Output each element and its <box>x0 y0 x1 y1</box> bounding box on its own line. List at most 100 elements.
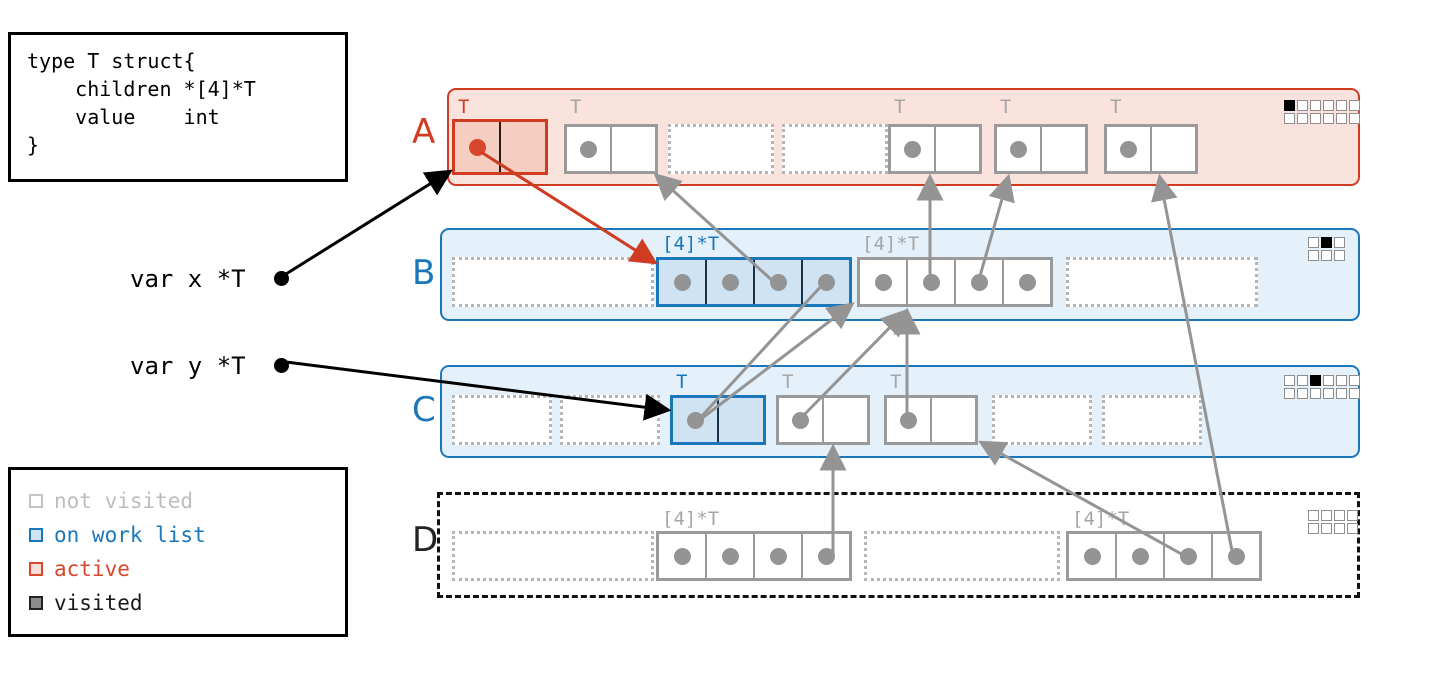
var-x-pointer-dot-icon <box>274 271 289 286</box>
heap-block-b1[interactable] <box>656 257 852 307</box>
heap-block-c4[interactable] <box>884 395 978 445</box>
pointer-dot-icon <box>769 547 787 565</box>
heap-block-a5[interactable] <box>994 124 1088 174</box>
heap-cell <box>891 127 936 171</box>
heap-row-label-d: D <box>412 520 439 560</box>
bitmap-row <box>1308 237 1345 248</box>
bitmap-cell <box>1336 375 1347 386</box>
block-tag-b1: [4]*T <box>662 233 720 255</box>
heap-free-slot <box>864 531 1060 581</box>
bitmap-cell <box>1334 523 1345 534</box>
heap-row-label-b: B <box>412 253 436 293</box>
heap-cell <box>1069 534 1117 578</box>
heap-block-a0[interactable] <box>452 119 548 175</box>
legend-swatch-not-visited-icon <box>29 494 43 508</box>
heap-free-slot <box>992 395 1092 445</box>
bitmap-cell <box>1347 523 1358 534</box>
bitmap-cell <box>1297 375 1308 386</box>
heap-block-d3[interactable] <box>1066 531 1262 581</box>
heap-free-slot <box>1102 395 1202 445</box>
heap-cell <box>908 260 956 304</box>
bitmap-cell <box>1323 113 1334 124</box>
heap-block-a4[interactable] <box>888 124 982 174</box>
bitmap-cell <box>1321 523 1332 534</box>
block-tag-b2: [4]*T <box>862 233 920 255</box>
heap-free-slot <box>668 124 774 174</box>
heap-free-slot <box>1066 257 1258 307</box>
legend-label-not-visited: not visited <box>54 488 194 513</box>
pointer-dot-icon <box>874 273 892 291</box>
block-tag-d1: [4]*T <box>662 508 720 530</box>
pointer-dot-icon <box>580 140 597 158</box>
bitmap-cell <box>1310 388 1321 399</box>
pointer-dot-icon <box>1131 547 1149 565</box>
heap-cell <box>1117 534 1165 578</box>
pointer-dot-icon <box>468 138 486 156</box>
heap-cell <box>1165 534 1213 578</box>
heap-cell <box>673 398 719 442</box>
block-tag-c2: T <box>676 371 688 393</box>
pointer-dot-icon <box>1083 547 1101 565</box>
heap-bitmap-d <box>1308 510 1358 534</box>
heap-cell <box>887 398 932 442</box>
pointer-dot-icon <box>792 411 809 429</box>
heap-cell <box>707 260 755 304</box>
var-x-label: var x *T <box>130 265 246 293</box>
bitmap-cell <box>1308 523 1319 534</box>
legend-item-not-visited: not visited <box>29 484 345 518</box>
bitmap-cell <box>1336 100 1347 111</box>
bitmap-cell <box>1321 250 1332 261</box>
heap-block-a1[interactable] <box>564 124 658 174</box>
pointer-dot-icon <box>922 273 940 291</box>
heap-cell <box>824 398 867 442</box>
pointer-dot-icon <box>970 273 988 291</box>
pointer-dot-icon <box>1018 273 1036 291</box>
bitmap-cell <box>1334 237 1345 248</box>
heap-cell <box>567 127 612 171</box>
pointer-dot-icon <box>1010 140 1027 158</box>
heap-block-c3[interactable] <box>776 395 870 445</box>
legend-swatch-active-icon <box>29 562 43 576</box>
heap-cell <box>755 260 803 304</box>
bitmap-cell <box>1334 510 1345 521</box>
pointer-dot-icon <box>721 547 739 565</box>
heap-cell <box>755 534 803 578</box>
pointer-dot-icon <box>904 140 921 158</box>
legend-label-active: active <box>54 556 130 581</box>
block-tag-c4: T <box>890 371 902 393</box>
heap-cell <box>612 127 655 171</box>
pointer-dot-icon <box>1227 547 1245 565</box>
heap-cell <box>455 122 501 172</box>
heap-cell <box>659 534 707 578</box>
bitmap-row <box>1308 250 1345 261</box>
heap-bitmap-a <box>1284 100 1360 124</box>
bitmap-cell <box>1321 237 1332 248</box>
legend-item-active: active <box>29 552 345 586</box>
heap-free-slot <box>782 124 888 174</box>
heap-block-a6[interactable] <box>1104 124 1198 174</box>
heap-row-label-c: C <box>412 390 436 430</box>
bitmap-row <box>1284 113 1360 124</box>
bitmap-cell <box>1297 113 1308 124</box>
pointer-dot-icon <box>721 273 739 291</box>
heap-row-label-a: A <box>412 112 436 152</box>
bitmap-cell <box>1284 100 1295 111</box>
var-y-pointer-dot-icon <box>274 358 289 373</box>
heap-cell <box>803 260 849 304</box>
bitmap-cell <box>1323 100 1334 111</box>
heap-cell <box>936 127 979 171</box>
bitmap-cell <box>1349 100 1360 111</box>
heap-block-c2[interactable] <box>670 395 766 445</box>
heap-cell <box>501 122 545 172</box>
pointer-dot-icon <box>817 273 835 291</box>
bitmap-cell <box>1308 510 1319 521</box>
heap-block-d1[interactable] <box>656 531 852 581</box>
heap-cell <box>1004 260 1050 304</box>
heap-cell <box>997 127 1042 171</box>
heap-bitmap-c <box>1284 375 1360 399</box>
heap-block-b2[interactable] <box>857 257 1053 307</box>
legend-item-visited: visited <box>29 586 345 620</box>
heap-free-slot <box>452 531 654 581</box>
bitmap-cell <box>1284 113 1295 124</box>
pointer-dot-icon <box>1120 140 1137 158</box>
